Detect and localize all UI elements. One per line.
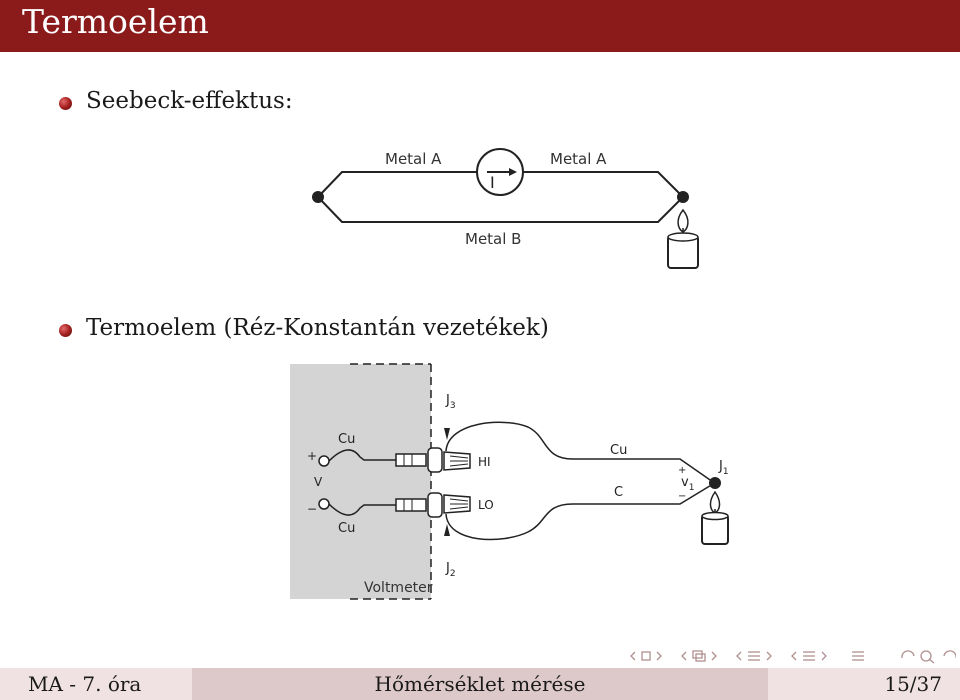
junction-left (312, 191, 324, 203)
metal-a-left-label: Metal A (385, 150, 442, 168)
nav-next-frame-icon (656, 651, 662, 661)
metal-a-wire-right (524, 171, 684, 198)
hi-label: HI (478, 455, 491, 469)
metal-a-wire-left (317, 171, 477, 198)
navigation-icons[interactable] (628, 646, 956, 666)
nav-redo-icon (943, 650, 956, 658)
v1-plus-label: + (678, 465, 686, 476)
plus-label: + (307, 449, 317, 463)
thermocouple-diagram: + V − Cu Cu HI LO J3 J2 Cu C + v1 − J1 V… (290, 363, 729, 600)
candle-icon (701, 490, 729, 545)
voltmeter-box (290, 364, 431, 599)
bullet-icon (59, 97, 72, 110)
lo-label: LO (478, 498, 494, 512)
minus-label: − (307, 502, 317, 516)
seebeck-diagram: I Metal A Metal A Metal B (312, 148, 699, 269)
cu-top-label: Cu (338, 432, 355, 447)
bullet-text-termoelem: Termoelem (Réz-Konstantán vezetékek) (86, 315, 549, 341)
v1-minus-label: − (678, 491, 686, 502)
footer-author: MA - 7. óra (0, 668, 192, 700)
footer-title: Hőmérséklet mérése (192, 668, 768, 700)
junction-j1 (709, 477, 721, 489)
bullet-text-seebeck: Seebeck-effektus: (86, 88, 293, 114)
footer: MA - 7. óra Hőmérséklet mérése 15/37 (0, 668, 960, 700)
nav-frame-icon (641, 651, 651, 661)
cu-wire-label: Cu (610, 443, 627, 458)
v-label: V (314, 475, 323, 489)
metal-a-right-label: Metal A (550, 150, 607, 168)
junction-right (677, 191, 689, 203)
j3-label: J3 (445, 393, 456, 411)
title-bar: Termoelem (0, 0, 960, 52)
current-symbol: I (490, 173, 495, 192)
j1-label: J1 (718, 459, 729, 477)
j2-label: J2 (445, 561, 456, 579)
cu-bottom-label: Cu (338, 521, 355, 536)
v1-label: v1 (681, 475, 694, 493)
voltmeter-label: Voltmeter (364, 580, 433, 596)
c-wire-label: C (614, 485, 623, 500)
metal-b-wire (317, 196, 684, 223)
candle-icon (667, 208, 699, 269)
nav-search-icon (920, 650, 935, 664)
metal-b-label: Metal B (465, 230, 521, 248)
nav-prev-frame-icon (630, 651, 636, 661)
page-title: Termoelem (22, 2, 209, 41)
footer-page-number: 15/37 (768, 668, 960, 700)
nav-prev-section-icon (681, 651, 687, 661)
bullet-icon (59, 324, 72, 337)
nav-next-section-icon (711, 651, 717, 661)
nav-undo-icon (901, 650, 915, 659)
